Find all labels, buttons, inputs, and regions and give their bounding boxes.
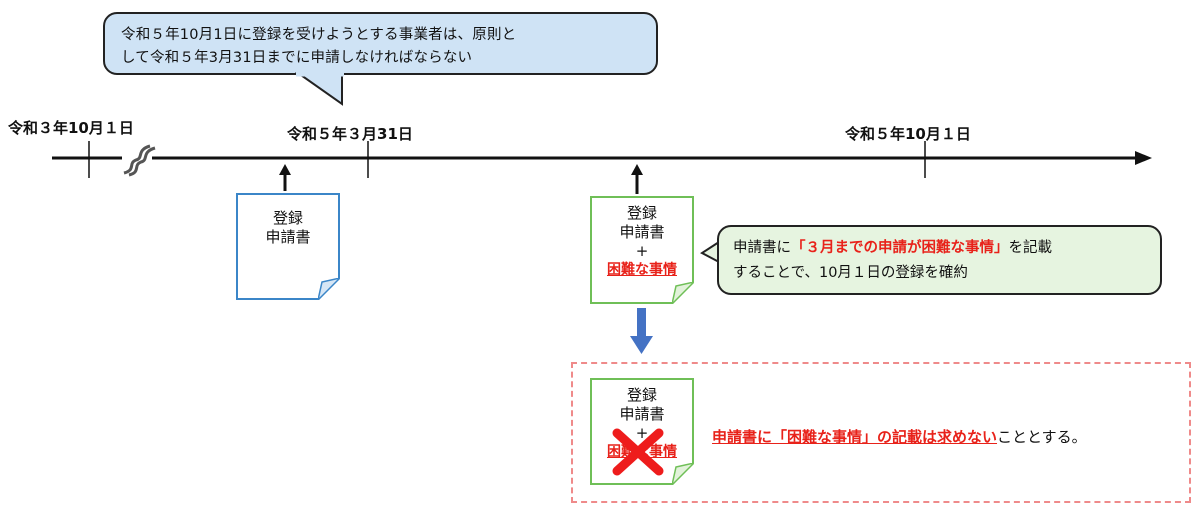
reason-callout-part2: を記載 [1008,240,1053,256]
reason-callout-part1: 申請書に [733,240,791,256]
page-fold-icon [318,278,340,300]
deadline-callout-tail [294,71,344,106]
timeline-arrowhead [1135,151,1152,165]
doc-green-line2: 申請書 [619,223,665,241]
doc-blue-line2: 申請書 [265,228,311,246]
application-doc-with-reason: 登録 申請書 + 困難な事情 [590,196,694,304]
new-rule-box [571,362,1191,503]
new-rule-note-plain: こととする。 [997,428,1087,446]
doc-crossed-line2: 申請書 [619,405,665,423]
date-registration: 令和５年10月１日 [845,125,971,143]
page-fold-icon [672,282,694,304]
page-fold-icon [672,463,694,485]
doc-green-plus: + [635,242,649,260]
doc-blue-line1: 登録 [272,209,303,227]
deadline-callout: 令和５年10月1日に登録を受けようとする事業者は、原則と して令和５年3月31日… [103,12,658,75]
doc-green-line1: 登録 [626,204,657,222]
reason-callout-highlight: 「３月までの申請が困難な事情」 [791,240,1009,256]
doc-green-reason: 困難な事情 [607,262,677,278]
deadline-callout-line2: して令和５年3月31日までに申請しなければならない [121,50,473,66]
new-rule-note: 申請書に「困難な事情」の記載は求めないこととする。 [712,426,1087,447]
application-doc-blue: 登録 申請書 [236,193,340,300]
red-cross-icon [612,428,664,476]
doc-crossed-plus: + [635,424,649,442]
reason-callout-line2: することで、10月１日の登録を確約 [733,265,968,281]
timeline-break-icon [122,144,156,177]
deadline-callout-line1: 令和５年10月1日に登録を受けようとする事業者は、原則と [121,27,517,43]
arrow-down-blue [630,308,653,354]
reason-callout: 申請書に「３月までの申請が困難な事情」を記載 することで、10月１日の登録を確約 [717,225,1162,295]
application-doc-crossed: 登録 申請書 + 困難な事情 [590,378,694,485]
date-start: 令和３年10月１日 [8,119,134,137]
new-rule-note-red: 申請書に「困難な事情」の記載は求めない [712,428,998,446]
date-deadline: 令和５年３月31日 [287,125,413,143]
doc-crossed-line1: 登録 [626,386,657,404]
